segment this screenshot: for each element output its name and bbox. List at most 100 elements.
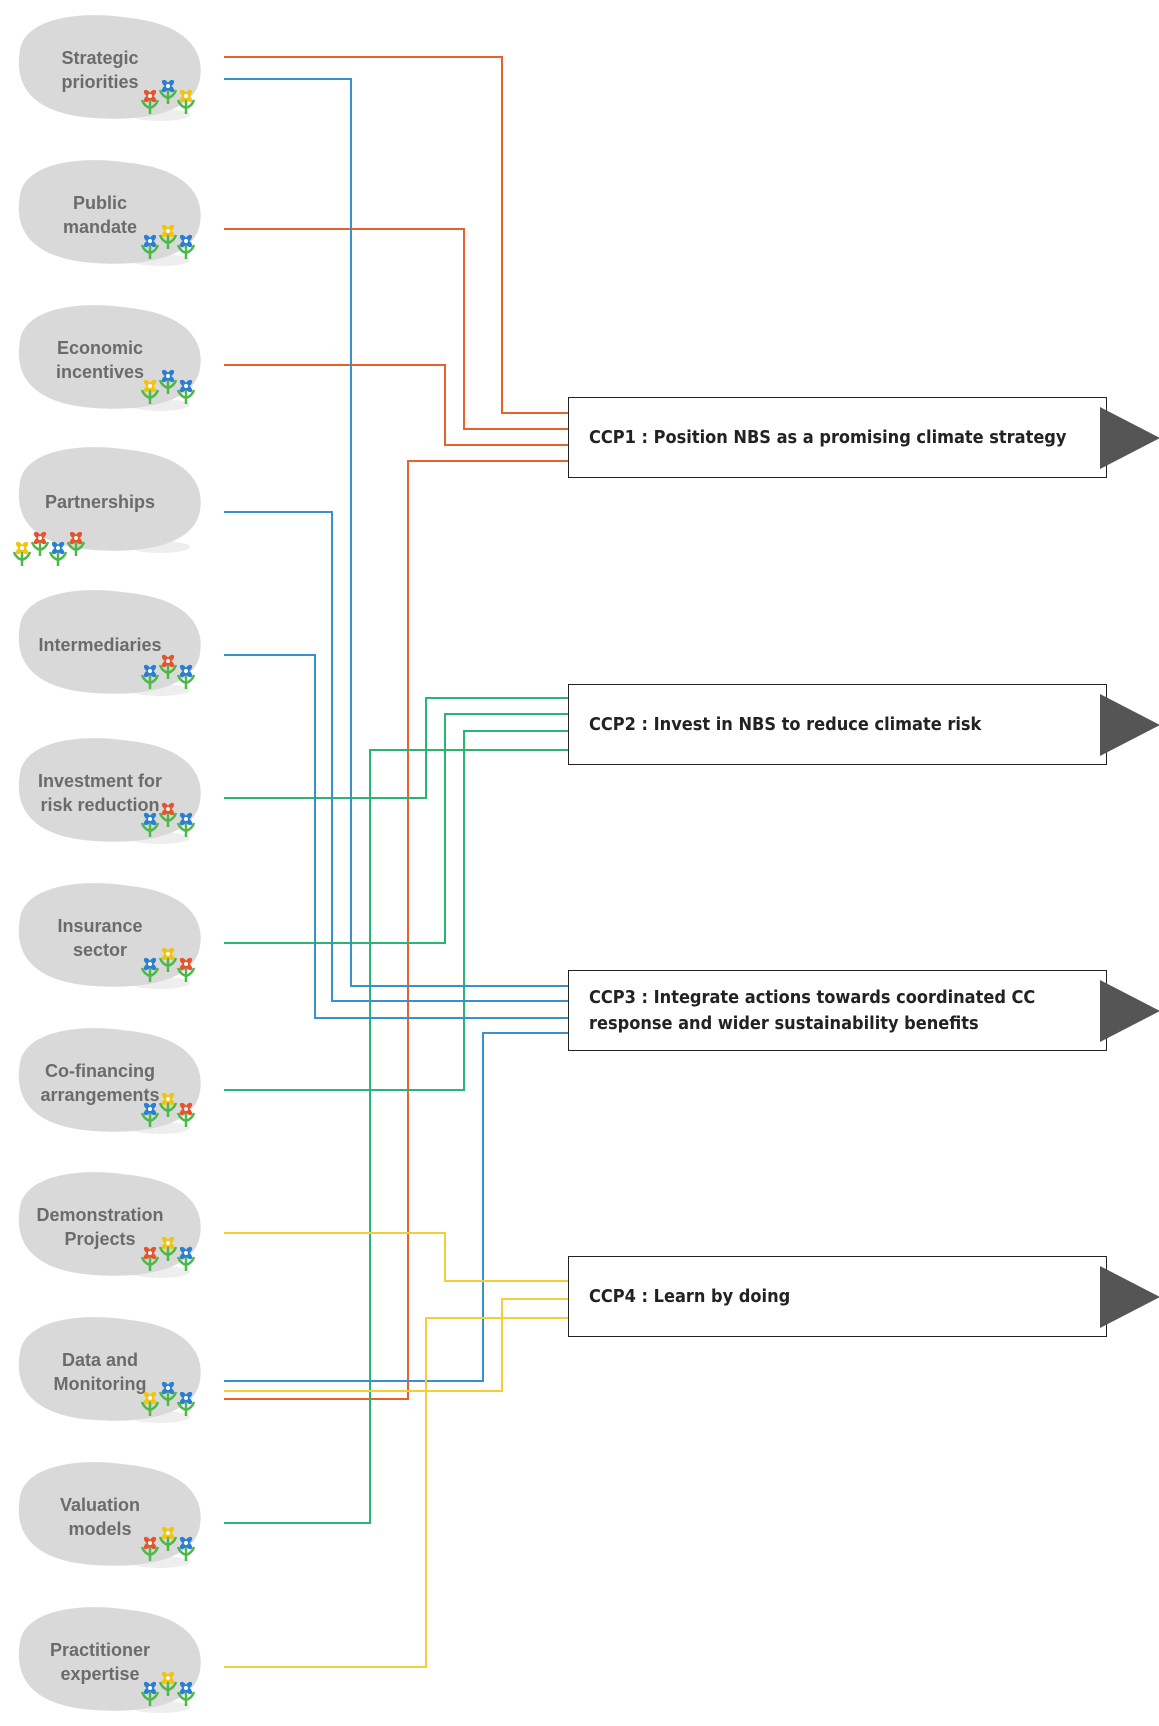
- stone-label: sector: [73, 940, 127, 960]
- connector-line: [224, 228, 568, 430]
- flower-icon: [140, 234, 160, 259]
- factor-stone: Insurance sector: [18, 883, 201, 989]
- flower-icon: [158, 79, 178, 104]
- flower-icon: [140, 812, 160, 837]
- flower-icon: [158, 947, 178, 972]
- arrow-icon: [1100, 407, 1159, 469]
- flower-icon: [158, 1671, 178, 1696]
- flower-icon: [140, 89, 160, 114]
- flower-icon: [140, 1246, 160, 1271]
- flower-icon: [158, 802, 178, 827]
- stone-label: Economic: [57, 338, 143, 358]
- flower-icon: [140, 957, 160, 982]
- flower-icon: [140, 664, 160, 689]
- flower-icon: [176, 1246, 196, 1271]
- connector-lines: [224, 56, 568, 1668]
- connector-line: [224, 749, 568, 1524]
- connector-line: [224, 1032, 568, 1382]
- flower-icon: [176, 1536, 196, 1561]
- stone-label: Public: [73, 193, 127, 213]
- factor-stone: Economic incentives: [18, 305, 201, 411]
- factor-stone: Intermediaries: [18, 590, 201, 696]
- outcome-box-ccp1: CCP1 : Position NBS as a promising clima…: [568, 397, 1107, 478]
- connector-line: [224, 1298, 568, 1392]
- connector-line: [224, 364, 568, 446]
- stone-label: Investment for: [38, 771, 162, 791]
- factor-stone: Partnerships: [12, 447, 201, 566]
- connector-line: [224, 460, 568, 1400]
- factor-stone: Practitioner expertise: [18, 1607, 201, 1713]
- flower-icon: [158, 224, 178, 249]
- flower-icon: [140, 379, 160, 404]
- outcome-label-ccp1: CCP1 : Position NBS as a promising clima…: [589, 426, 1067, 448]
- stone-label: models: [68, 1519, 131, 1539]
- outcome-box-ccp2: CCP2 : Invest in NBS to reduce climate r…: [568, 684, 1107, 765]
- flower-icon: [158, 1526, 178, 1551]
- connector-line: [224, 78, 568, 987]
- connector-line: [224, 713, 568, 944]
- connector-line: [224, 654, 568, 1019]
- arrow-icon: [1100, 694, 1159, 756]
- flower-icon: [176, 1102, 196, 1127]
- stone-label: Insurance: [57, 916, 142, 936]
- flower-icon: [140, 1536, 160, 1561]
- flower-icon: [66, 531, 86, 556]
- stone-label: Projects: [64, 1229, 135, 1249]
- flower-icon: [176, 664, 196, 689]
- arrow-icon: [1100, 1266, 1159, 1328]
- flower-icon: [176, 379, 196, 404]
- factor-stone: Valuation models: [18, 1462, 201, 1568]
- flower-icon: [176, 1681, 196, 1706]
- connector-line: [224, 730, 568, 1091]
- stone-label: Monitoring: [54, 1374, 147, 1394]
- stone-label: Demonstration: [36, 1205, 163, 1225]
- flower-icon: [158, 1381, 178, 1406]
- factor-stone: Investment for risk reduction: [18, 738, 201, 844]
- flower-icon: [140, 1681, 160, 1706]
- flower-icon: [176, 957, 196, 982]
- flower-icon: [12, 541, 32, 566]
- stone-label: priorities: [61, 72, 138, 92]
- flower-icon: [158, 1092, 178, 1117]
- stone-label: expertise: [60, 1664, 139, 1684]
- arrow-icon: [1100, 980, 1159, 1042]
- outcome-box-ccp3: CCP3 : Integrate actions towards coordin…: [568, 970, 1107, 1051]
- stone-label: Valuation: [60, 1495, 140, 1515]
- connector-line: [224, 56, 568, 414]
- outcome-box-ccp4: CCP4 : Learn by doing: [568, 1256, 1107, 1337]
- flower-icon: [140, 1391, 160, 1416]
- flower-icon: [176, 812, 196, 837]
- stone-label: arrangements: [40, 1085, 159, 1105]
- outcome-label-ccp2: CCP2 : Invest in NBS to reduce climate r…: [589, 713, 982, 735]
- flower-icon: [176, 1391, 196, 1416]
- stone-label: risk reduction: [40, 795, 159, 815]
- stone-label: Data and: [62, 1350, 138, 1370]
- flower-icon: [176, 89, 196, 114]
- stone-shape: [18, 447, 201, 551]
- connector-line: [224, 1232, 568, 1282]
- stone-label: Co-financing: [45, 1061, 155, 1081]
- stone-label: incentives: [56, 362, 144, 382]
- factor-stone: Co-financing arrangements: [18, 1028, 201, 1134]
- factor-stone: Public mandate: [18, 160, 201, 266]
- connector-line: [224, 1317, 568, 1668]
- flower-icon: [48, 541, 68, 566]
- stone-label: Partnerships: [45, 492, 155, 512]
- stone-label: Practitioner: [50, 1640, 150, 1660]
- flower-icon: [140, 1102, 160, 1127]
- stone-label: Intermediaries: [38, 635, 161, 655]
- stone-label: mandate: [63, 217, 137, 237]
- flower-icon: [158, 654, 178, 679]
- connector-line: [224, 697, 568, 799]
- connector-line: [224, 511, 568, 1002]
- flower-icon: [30, 531, 50, 556]
- outcome-label-ccp4: CCP4 : Learn by doing: [589, 1285, 791, 1307]
- flower-icon: [176, 234, 196, 259]
- flower-icon: [158, 1236, 178, 1261]
- flower-icon: [158, 369, 178, 394]
